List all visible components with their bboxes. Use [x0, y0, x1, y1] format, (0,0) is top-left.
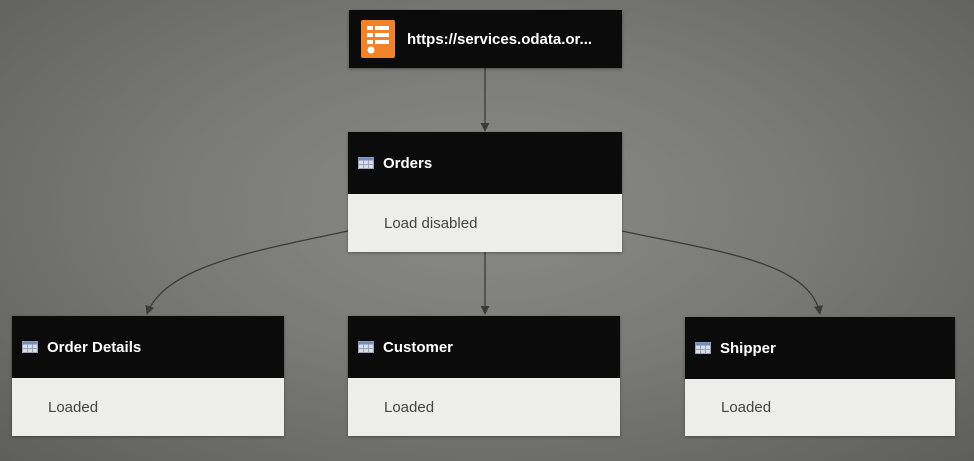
source-node[interactable]: https://services.odata.or...	[349, 10, 622, 68]
node-status-text: Loaded	[721, 399, 772, 416]
node-title: Shipper	[720, 339, 776, 357]
node-header: Orders	[348, 132, 622, 194]
table-icon	[358, 341, 374, 353]
table-icon	[358, 157, 374, 169]
node-status-text: Load disabled	[384, 214, 478, 232]
node-title: Order Details	[47, 338, 142, 356]
connector-orders-to-order-details	[145, 230, 349, 315]
node-status-text: Loaded	[48, 398, 99, 416]
query-node-customer[interactable]: Customer Loaded	[348, 316, 620, 436]
node-header: Shipper	[685, 317, 955, 379]
connector-orders-to-shipper	[621, 230, 823, 315]
odata-feed-icon	[361, 20, 395, 58]
table-icon	[22, 341, 38, 353]
table-icon	[695, 342, 711, 354]
source-url-label: https://services.odata.or...	[407, 30, 593, 48]
node-header: Order Details	[12, 316, 284, 378]
node-status: Loaded	[12, 378, 284, 436]
node-status: Loaded	[685, 379, 955, 436]
source-node-header: https://services.odata.or...	[349, 10, 622, 68]
node-status: Load disabled	[348, 194, 622, 252]
node-status: Loaded	[348, 378, 620, 436]
query-node-shipper[interactable]: Shipper Loaded	[685, 317, 955, 436]
node-status-text: Loaded	[384, 398, 435, 416]
node-title: Orders	[383, 154, 433, 172]
query-node-order-details[interactable]: Order Details Loaded	[12, 316, 284, 436]
query-node-orders[interactable]: Orders Load disabled	[348, 132, 622, 252]
node-title: Customer	[383, 338, 454, 356]
node-header: Customer	[348, 316, 620, 378]
